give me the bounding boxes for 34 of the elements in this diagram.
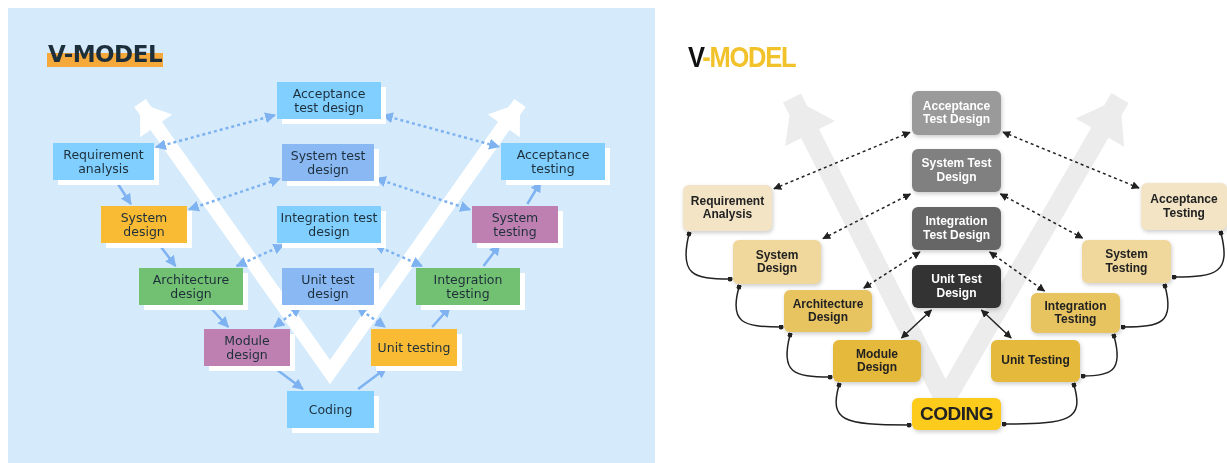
dashed-arrow — [1002, 131, 1140, 189]
stage-box: Integration Test Design — [912, 207, 1001, 250]
stage-box: Integration Testing — [1031, 293, 1120, 333]
dashed-arrow — [822, 193, 912, 240]
dashed-arrow — [999, 193, 1084, 239]
curved-connector — [735, 284, 784, 330]
stage-box: System Testing — [1082, 240, 1171, 283]
curved-connector — [1120, 283, 1169, 330]
stage-box: Architecture Design — [784, 290, 872, 332]
curved-connector — [1001, 382, 1078, 427]
stage-box: CODING — [912, 398, 1001, 430]
curved-connector — [1080, 333, 1118, 379]
curved-connector — [835, 382, 912, 428]
curved-connector — [685, 231, 733, 282]
stage-box: Unit Test Design — [912, 265, 1001, 308]
dashed-arrow — [988, 251, 1046, 292]
curved-connector — [786, 332, 833, 380]
curved-connector — [1171, 230, 1225, 280]
stage-box: Unit Testing — [991, 340, 1080, 382]
arrow — [980, 309, 1012, 339]
dashed-arrow — [773, 131, 911, 190]
dashed-arrow — [187, 176, 282, 212]
dashed-arrow — [154, 112, 277, 150]
arrow — [357, 367, 388, 390]
stage-box: Acceptance Testing — [1141, 183, 1227, 230]
title: V-MODEL — [688, 40, 796, 74]
stage-box: Module Design — [833, 340, 921, 382]
arrow — [900, 309, 933, 339]
stage-box: System Test Design — [912, 149, 1001, 192]
stage-box: Acceptance Test Design — [912, 91, 1001, 135]
stage-box: System Design — [733, 240, 821, 284]
dashed-arrow — [863, 251, 921, 289]
stage-box: Requirement Analysis — [683, 185, 772, 231]
dashed-arrow — [235, 243, 285, 268]
